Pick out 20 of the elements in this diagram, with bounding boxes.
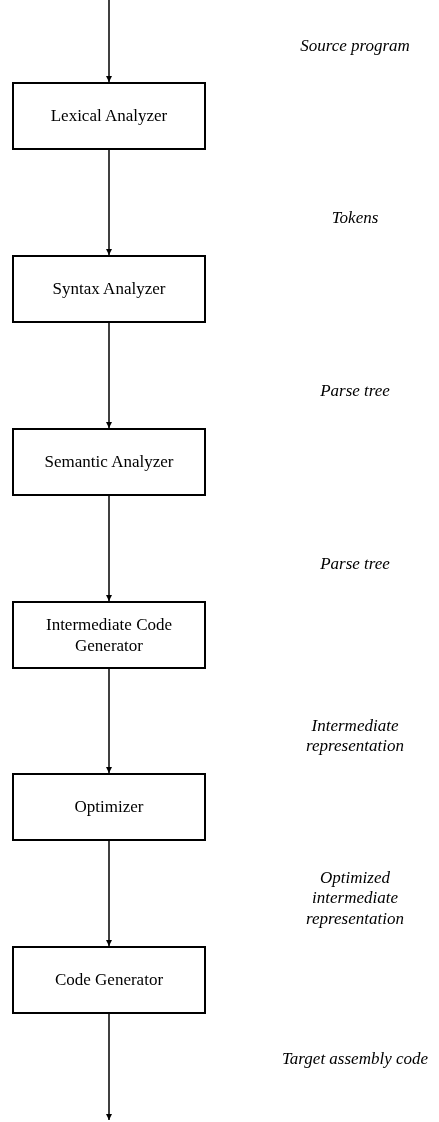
process-box [12, 773, 206, 841]
arrow [106, 495, 112, 602]
arrow [106, 322, 112, 429]
box-label: Syntax Analyzer [52, 278, 166, 300]
process-box [12, 255, 206, 323]
box-label: Optimizer [74, 796, 144, 818]
arrow [106, 0, 112, 83]
arrow [106, 668, 112, 774]
arrow [106, 840, 112, 947]
process-box [12, 601, 206, 669]
arrow [106, 149, 112, 256]
box-label: Lexical Analyzer [50, 105, 168, 127]
box-label: Code Generator [54, 969, 164, 991]
arrow [106, 1013, 112, 1121]
process-box [12, 428, 206, 496]
box-label: Intermediate Code Generator [45, 613, 173, 657]
box-label: Semantic Analyzer [44, 451, 174, 473]
process-box [12, 946, 206, 1014]
process-box [12, 82, 206, 150]
flow-label: Target assembly code [280, 1049, 430, 1070]
